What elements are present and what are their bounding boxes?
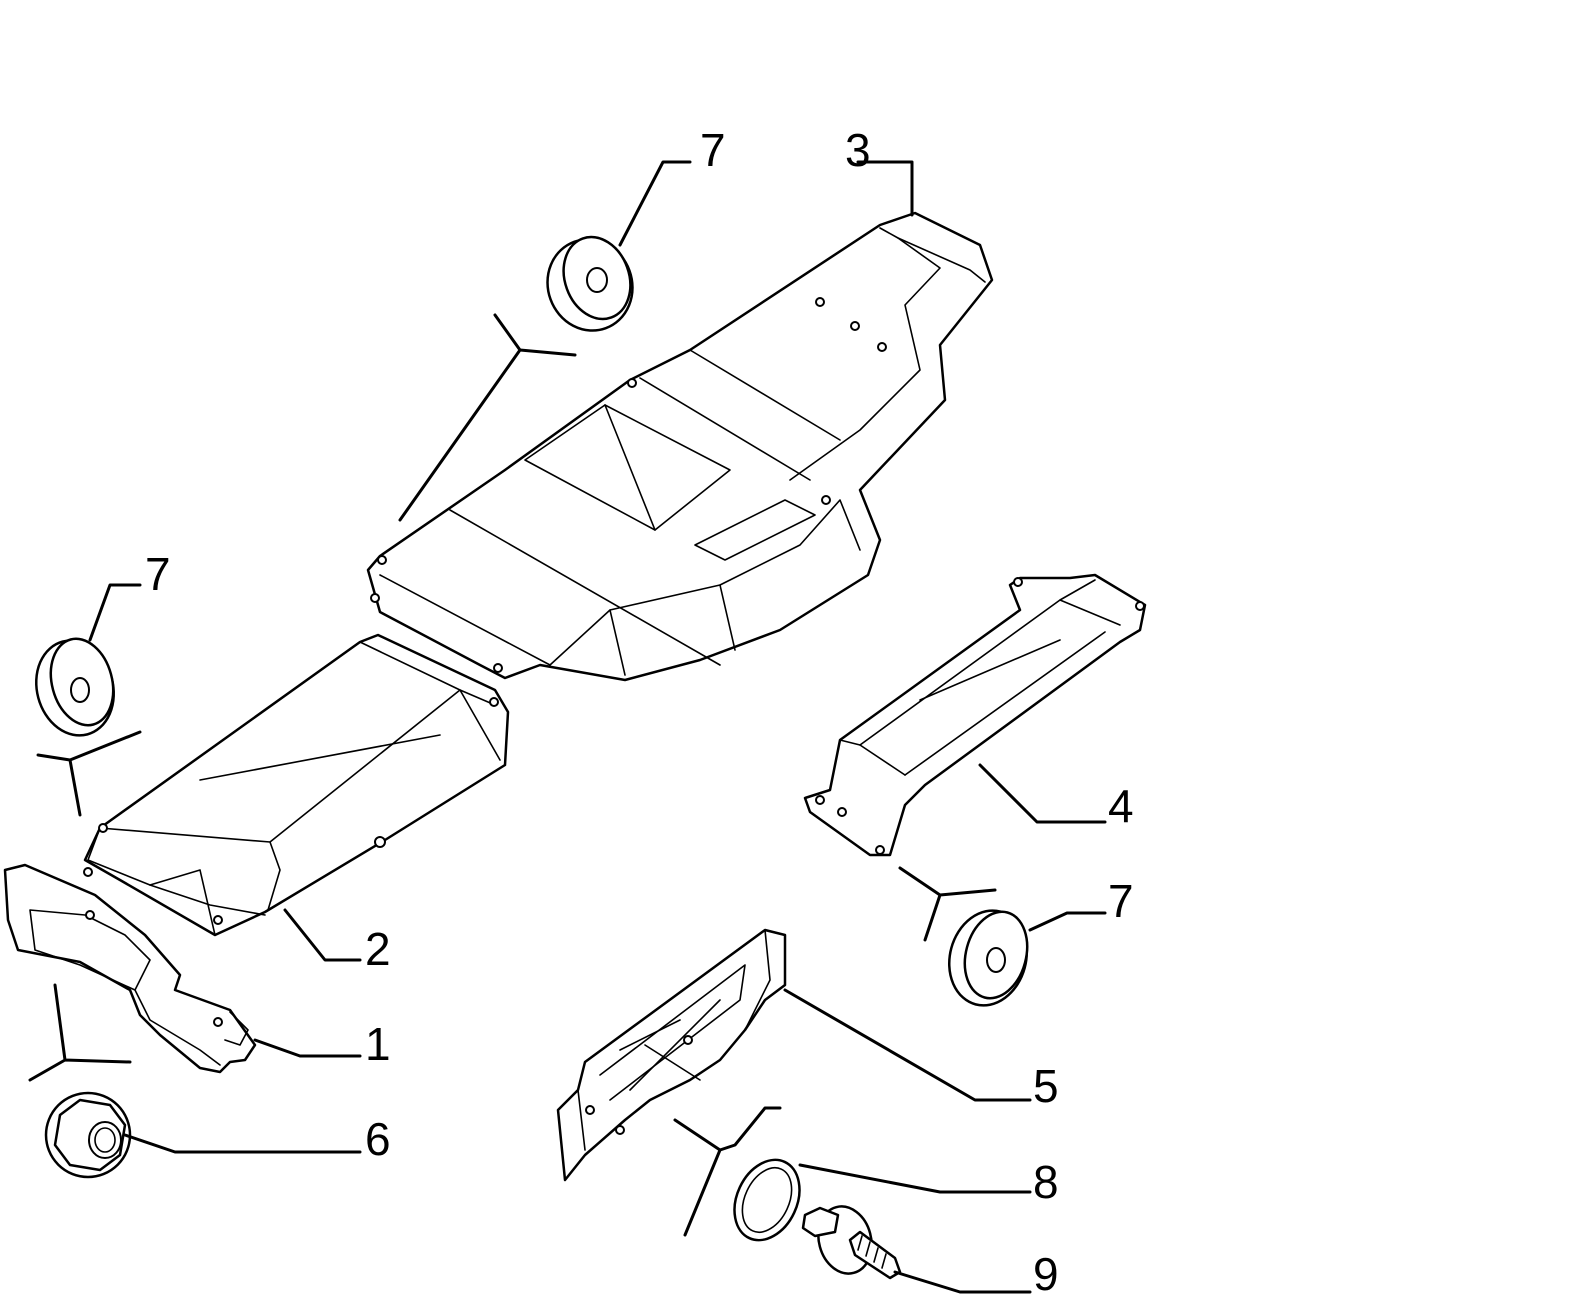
callout-3: 3: [845, 124, 871, 176]
part-1-front-shield: [3, 863, 257, 1074]
part-6-flange-nut: [44, 1091, 132, 1179]
part-2-heat-shield: [83, 633, 510, 937]
callout-7-left: 7: [145, 548, 171, 600]
callout-7-top: 7: [700, 124, 726, 176]
callout-9: 9: [1033, 1248, 1059, 1296]
part-3-heat-shield: [366, 211, 994, 682]
part-8-washer: [733, 1158, 801, 1242]
callout-4: 4: [1108, 780, 1134, 832]
callout-labels: 7 3 7 2 1 6 4 7 5 8 9: [145, 124, 1134, 1296]
callout-2: 2: [365, 923, 391, 975]
part-4-heat-shield: [803, 573, 1147, 857]
callout-5: 5: [1033, 1060, 1059, 1112]
part-9-bolt: [801, 1205, 902, 1280]
callout-1: 1: [365, 1018, 391, 1070]
callout-7-right: 7: [1108, 875, 1134, 927]
part-7-rubber-mount-right: [947, 909, 1029, 1007]
callout-8: 8: [1033, 1156, 1059, 1208]
part-7-rubber-mount-top: [546, 235, 634, 332]
callout-6: 6: [365, 1113, 391, 1165]
leader-lines: [28, 160, 1107, 1294]
part-7-rubber-mount-left: [34, 637, 116, 737]
part-5-bracket-plate: [556, 928, 787, 1182]
